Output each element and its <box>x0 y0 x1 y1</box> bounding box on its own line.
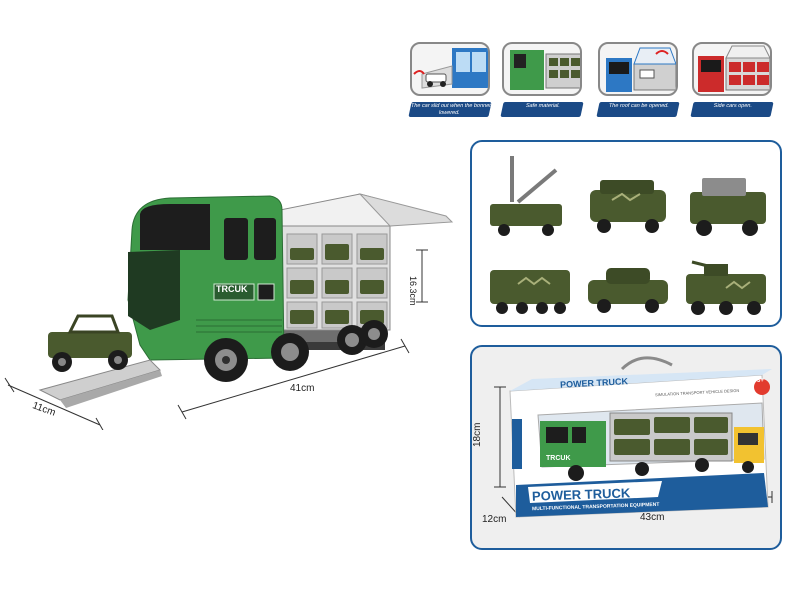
truck-length-label: 41cm <box>290 383 315 394</box>
vehicles-grid <box>490 156 766 315</box>
armored-bus-icon <box>490 270 570 314</box>
truck-logo-text: TRCUK <box>216 284 248 294</box>
side-open-illustration <box>698 45 770 92</box>
feature-roof: The roof can be opened. <box>596 42 680 117</box>
feature-roof-image <box>598 42 678 96</box>
feature-side-caption: Side cars open. <box>690 102 774 117</box>
tank-truck-icon <box>686 260 766 315</box>
package-width-label: 43cm <box>640 512 665 523</box>
suv-camo-icon <box>590 180 666 233</box>
feature-side: Side cars open. <box>690 42 774 117</box>
feature-roof-caption: The roof can be opened. <box>596 102 680 117</box>
package-box-illustration <box>494 356 773 518</box>
package-depth-label: 12cm <box>482 514 507 525</box>
feature-bonnet-image <box>410 42 490 96</box>
feature-bonnet-caption: The car slid out when the bonnet lowered… <box>408 102 492 117</box>
package-height-label: 18cm <box>472 422 483 447</box>
ladder-truck-icon <box>490 156 562 236</box>
feature-bonnet: The car slid out when the bonnet lowered… <box>408 42 492 117</box>
safe-material-illustration <box>510 50 580 90</box>
package-panel <box>470 345 782 550</box>
bonnet-car-illustration <box>413 48 488 89</box>
main-truck-illustration <box>4 193 454 430</box>
feature-material-image <box>502 42 582 96</box>
roof-open-illustration <box>606 47 676 92</box>
included-vehicles-panel <box>470 140 782 327</box>
truck-height-label: 16.3cm <box>408 276 418 306</box>
sedan-icon <box>588 268 668 313</box>
package-age-badge: 3+ <box>757 378 764 384</box>
feature-material-caption: Safe material. <box>500 102 584 117</box>
package-logo: TRCUK <box>546 455 571 462</box>
jeep-icon <box>690 178 766 236</box>
feature-material: Safe material. <box>500 42 584 117</box>
feature-side-image <box>692 42 772 96</box>
